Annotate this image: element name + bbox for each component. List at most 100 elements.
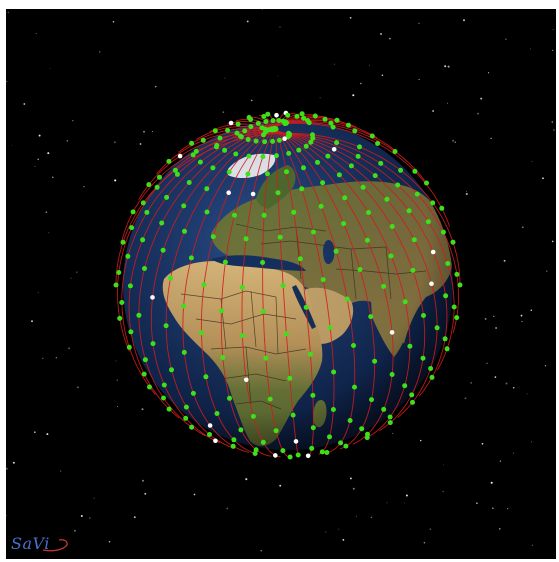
logo-swoosh-icon [42, 539, 68, 552]
orbit-plane [120, 132, 459, 334]
star [447, 102, 448, 104]
satellite-marker [381, 406, 387, 412]
satellite-marker [200, 137, 206, 143]
earth-constellation-scene[interactable] [6, 9, 556, 559]
satellite-marker [322, 116, 328, 122]
satellite-marker [218, 308, 224, 314]
satellite-marker [125, 253, 131, 259]
star [418, 22, 420, 24]
satellite-marker [232, 212, 237, 218]
satellite-marker [260, 439, 266, 445]
satellite-marker [222, 259, 228, 265]
satellite-marker [364, 237, 370, 243]
star [31, 320, 33, 323]
satellite-marker [301, 115, 307, 121]
star [355, 515, 357, 517]
satellite-marker [181, 349, 187, 355]
satellite-marker [454, 271, 460, 277]
satellite-marker [344, 296, 350, 302]
satellite-marker [163, 323, 169, 329]
star [114, 179, 117, 182]
3d-viewport[interactable]: SaVi [6, 9, 556, 559]
star [83, 186, 85, 188]
star [144, 492, 147, 495]
satellite-marker [250, 413, 256, 419]
satellite-marker [260, 308, 266, 314]
satellite-marker [454, 315, 460, 321]
star [139, 143, 142, 145]
satellite-marker [198, 330, 204, 336]
star [420, 439, 422, 442]
satellite-marker [457, 282, 463, 288]
satellite-marker [429, 374, 435, 380]
satellite-marker [365, 431, 370, 437]
star [531, 160, 533, 162]
satellite-marker [127, 283, 133, 289]
satellite-marker [266, 127, 272, 133]
satellite-marker [299, 111, 305, 117]
satellite-marker [259, 125, 265, 131]
star [319, 97, 321, 99]
satellite-marker [357, 267, 363, 272]
satellite-marker [312, 113, 318, 119]
satellite-marker [250, 191, 256, 197]
satellite-marker [197, 159, 203, 165]
satellite-marker [240, 333, 245, 339]
star [477, 112, 479, 115]
satellite-marker [210, 165, 216, 171]
star [34, 166, 36, 167]
star [260, 550, 262, 552]
satellite-marker [142, 266, 147, 271]
star [505, 38, 507, 40]
star [521, 321, 523, 323]
star [52, 176, 54, 179]
satellite-marker [424, 180, 429, 186]
star [226, 507, 229, 510]
satellite-marker [389, 372, 395, 377]
star [486, 362, 488, 364]
satellite-marker [239, 284, 245, 290]
satellite-marker [166, 158, 172, 164]
satellite-marker [190, 152, 196, 158]
star [512, 386, 515, 389]
satellite-marker [227, 395, 232, 401]
satellite-marker [230, 443, 236, 449]
star [93, 497, 95, 499]
satellite-marker [342, 195, 348, 201]
satellite-marker [327, 434, 332, 440]
satellite-marker [352, 128, 358, 134]
satellite-marker [154, 184, 160, 190]
satellite-marker [282, 136, 287, 141]
satellite-marker [282, 121, 288, 127]
star [481, 442, 484, 445]
satellite-marker [183, 404, 189, 410]
star [6, 467, 8, 470]
satellite-marker [207, 432, 212, 437]
satellite-marker [334, 117, 340, 123]
satellite-marker [260, 154, 266, 160]
star [530, 309, 533, 312]
satellite-marker [407, 343, 413, 349]
satellite-marker [213, 438, 218, 444]
star [55, 357, 57, 359]
satellite-marker [226, 190, 231, 195]
satellite-marker [291, 209, 297, 215]
satellite-marker [226, 169, 232, 175]
satellite-marker [129, 225, 135, 231]
star [151, 131, 153, 132]
satellite-marker [375, 141, 381, 146]
star [11, 145, 13, 147]
satellite-marker [351, 343, 356, 348]
star [342, 539, 345, 541]
star [277, 75, 279, 77]
star [33, 431, 36, 434]
satellite-marker [130, 209, 136, 215]
star [463, 19, 465, 22]
satellite-marker [231, 437, 237, 443]
satellite-marker [315, 159, 320, 165]
satellite-marker [188, 255, 194, 261]
satellite-marker [160, 247, 166, 253]
star [279, 484, 282, 487]
star [222, 111, 225, 113]
star [70, 277, 72, 279]
